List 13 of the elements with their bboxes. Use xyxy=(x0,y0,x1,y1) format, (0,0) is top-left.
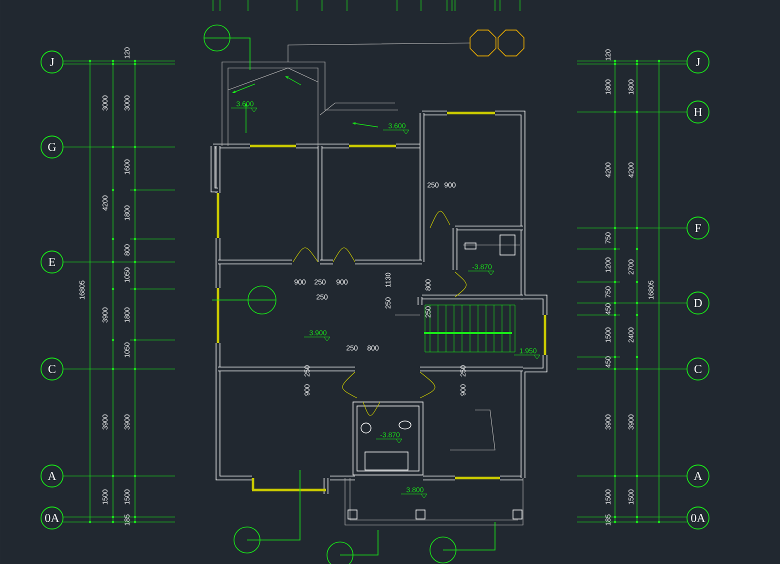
axis-bubble: E xyxy=(40,250,64,274)
axis-bubble: F xyxy=(686,216,710,240)
axis-bubble: C xyxy=(40,358,64,380)
axis-bubble: J xyxy=(686,50,710,74)
axis-bubble: 0A xyxy=(686,506,710,530)
axis-bubble: J xyxy=(40,50,64,74)
axis-bubble: 0A xyxy=(40,506,64,530)
axis-bubble: A xyxy=(686,464,710,488)
axis-bubble: A xyxy=(40,464,64,488)
axis-bubble: C xyxy=(686,358,710,380)
axis-bubble: G xyxy=(40,136,64,158)
axis-bubble: H xyxy=(686,100,710,124)
axis-bubble: D xyxy=(686,292,710,314)
